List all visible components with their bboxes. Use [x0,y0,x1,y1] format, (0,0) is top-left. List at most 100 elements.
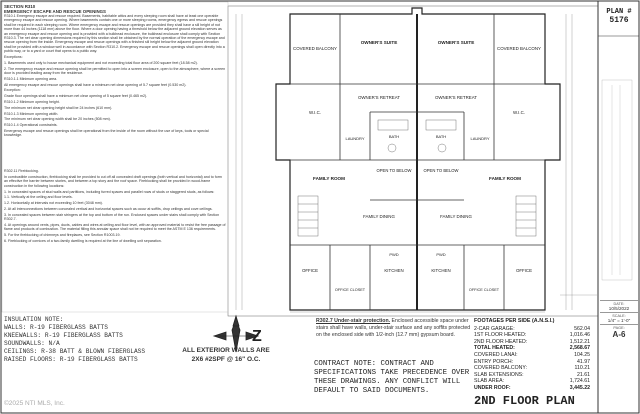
footage-value: 1,724.61 [569,378,590,385]
footage-value: 2,568.67 [569,345,590,352]
note-r310-1-3-text: The minimum net clear opening width shal… [4,117,111,122]
footage-row: 2-CAR GARAGE: 562.04 [474,326,590,333]
insulation-note: INSULATION NOTE: WALLS: R-19 FIBERGLASS … [4,316,214,364]
date-label: DATE: [613,302,625,306]
note-r310-1-3: R310.1.3 Minimum opening width. [4,111,59,116]
room-label-laundry-left: LAUNDRY [345,136,365,141]
plan-number: 5176 [609,16,629,25]
plan-label: PLAN # [606,8,632,16]
copyright-watermark: ©2025 NTI MLS, Inc. [4,400,65,407]
room-label-kitchen-right: KITCHEN [431,268,451,273]
footage-value: 1,016.46 [569,332,590,339]
room-label-owners-suite-right: OWNER'S SUITE [437,40,475,45]
room-label-family-room-left: FAMILY ROOM [313,176,345,181]
exterior-wall-note: ALL EXTERIOR WALLS ARE 2X6 #2SPF @ 16" O… [178,346,274,364]
fb-item: 4. At openings around vents, pipes, duct… [4,223,226,232]
room-label-laundry-right: LAUNDRY [470,136,490,141]
room-label-office-right: OFFICE [515,268,533,273]
room-label-pwd-right: PWD [436,252,446,257]
note-r310-1-2: R310.1.2 Minimum opening height. [4,100,60,105]
footage-label: ENTRY PORCH: [474,358,514,365]
under-stair-label: R302.7 Under-stair protection. [316,318,391,324]
room-label-office-closet-left: OFFICE CLOSET [334,288,366,292]
footage-row: COVERED LANAI: 104.25 [474,352,590,359]
room-label-owners-retreat-left: OWNER'S RETREAT [358,95,400,100]
footage-label: COVERED LANAI: [474,351,518,358]
room-label-wic-right: W.I.C. [513,110,525,115]
room-label-office-closet-right: OFFICE CLOSET [468,288,500,292]
note-exceptions-label: Exceptions: [4,55,23,60]
footage-row: ENTRY PORCH: 41.97 [474,359,590,366]
footage-value: 562.04 [574,325,590,332]
room-label-bath-right: BATH [435,134,447,139]
footage-label: 2-CAR GARAGE: [474,325,515,332]
fb-item: 6. Fireblocking of cornices of a two-fam… [4,239,162,244]
footage-value: 104.25 [574,351,590,358]
note-exception-1: 1. Basements used only to house mechanic… [4,60,198,65]
footage-label: COVERED BALCONY: [474,365,528,372]
room-label-covered-balcony-left: COVERED BALCONY [293,46,337,51]
room-label-wic-left: W.I.C. [309,110,321,115]
footage-value: 3,445.22 [569,384,590,391]
footage-label: 1ST FLOOR HEATED: [474,332,527,339]
footage-value: 41.97 [577,358,590,365]
footages-title: FOOTAGES PER SIDE (A.N.S.I.) [474,318,555,324]
footage-row: UNDER ROOF:3,445.22 [474,385,590,392]
insulation-line: WALLS: R-19 FIBERGLASS BATTS [4,324,108,331]
date-cell: DATE: 10/5/2022 [600,300,638,312]
insulation-line: RAISED FLOORS: R-19 FIBERGLASS BATTS [4,356,138,363]
sheet-title: 2ND FLOOR PLAN [474,394,575,408]
note-r310-1-1: R310.1.1 Minimum opening area. [4,76,58,81]
footage-row: 1ST FLOOR HEATED: 1,016.46 [474,332,590,339]
note-exception-text: Grade floor openings shall have a minimu… [4,94,148,99]
note-exception-2: 2. The emergency escape and rescue openi… [4,66,226,76]
under-stair-text: Enclosed accessible space under stairs s… [316,318,471,338]
room-label-owners-suite-left: OWNER'S SUITE [360,40,398,45]
room-label-office-left: OFFICE [301,268,319,273]
scale-label: SCALE: [612,314,626,318]
footages-table: FOOTAGES PER SIDE (A.N.S.I.) 2-CAR GARAG… [474,318,590,392]
note-r310-1-4: R310.1.4 Operational constraints. [4,123,58,128]
note-r310-1-2-text: The minimum net clear opening height sha… [4,105,113,110]
footage-row: TOTAL HEATED:2,568.67 [474,345,590,352]
compass-letter: Z [252,328,262,345]
room-label-family-dining-right: FAMILY DINING [440,214,472,219]
note-r302-11-text: In combustible construction, fireblockin… [4,175,222,188]
footage-label: SLAB EXTENSIONS: [474,371,524,378]
insulation-line: KNEEWALLS: R-19 FIBERGLASS BATTS [4,332,123,339]
fb-item: 1. In concealed spaces of stud walls and… [4,189,215,194]
room-label-family-dining-left: FAMILY DINING [363,214,395,219]
title-block-stamp: DATE: 10/5/2022 SCALE: 1/4" = 1'-0" PAGE… [600,300,638,340]
code-notes: SECTION R310 EMERGENCY ESCAPE AND RESCUE… [4,4,226,245]
fb-item: 2. At all interconnections between conce… [4,207,213,212]
footage-row: COVERED BALCONY: 110.21 [474,365,590,372]
scale-value: 1/4" = 1'-0" [607,318,631,323]
fb-item: 1.2. Horizontally at intervals not excee… [4,201,103,206]
room-label-family-room-right: FAMILY ROOM [489,176,521,181]
footage-value: 21.61 [577,371,590,378]
note-exception-label: Exception: [4,88,21,93]
north-arrow-icon [212,314,260,353]
page-cell: PAGE: A-6 [600,324,638,340]
note-r310-1-4-text: Emergency escape and rescue openings sha… [4,129,209,138]
footage-row: SLAB AREA: 1,724.61 [474,378,590,385]
page-label: PAGE: [613,326,625,330]
footage-value: 110.21 [574,365,590,372]
room-label-covered-balcony-right: COVERED BALCONY [497,46,541,51]
note-r302-11: R302.11 Fireblocking. [4,169,39,174]
room-label-open-to-below-left: OPEN TO BELOW [376,168,412,173]
footage-label: SLAB AREA: [474,378,504,385]
room-label-kitchen-left: KITCHEN [384,268,404,273]
note-r310-1: R310.1 Emergency escape and rescue requi… [4,14,225,54]
plan-number-block: PLAN # 5176 [600,8,638,25]
building-outline [275,7,561,311]
under-stair-note: R302.7 Under-stair protection. Enclosed … [316,318,476,338]
page-value: A-6 [612,330,626,339]
room-label-pwd-left: PWD [389,252,399,257]
footage-row: 2ND FLOOR HEATED:1,512.21 [474,339,590,346]
notes-heading: EMERGENCY ESCAPE AND RESCUE OPENINGS [4,9,106,14]
scale-cell: SCALE: 1/4" = 1'-0" [600,312,638,324]
notes-section: SECTION R310 [4,4,36,9]
footage-label: 2ND FLOOR HEATED: [474,338,528,345]
